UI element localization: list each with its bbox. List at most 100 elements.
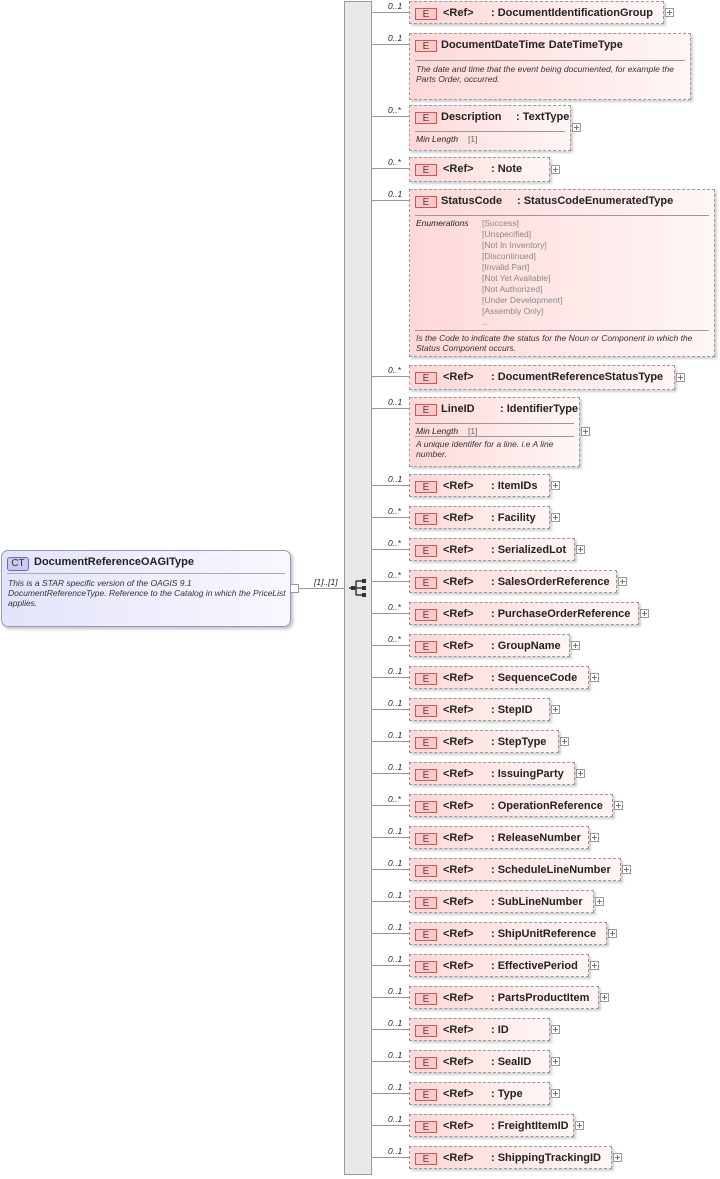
sequence-compositor-icon[interactable]: [348, 578, 370, 598]
expand-icon[interactable]: [571, 641, 580, 650]
element-multiplicity: 0..*: [388, 634, 401, 644]
enumeration-value: [Assembly Only]: [482, 306, 544, 316]
expand-icon[interactable]: [551, 165, 560, 174]
connector-line: [372, 549, 409, 550]
connector-line: [372, 709, 409, 710]
expand-icon[interactable]: [551, 1089, 560, 1098]
element-box[interactable]: E<Ref>: SalesOrderReference: [409, 570, 617, 593]
element-box[interactable]: E<Ref>: StepType: [409, 730, 559, 753]
expand-icon[interactable]: [551, 1057, 560, 1066]
complex-type-box[interactable]: CT DocumentReferenceOAGIType This is a S…: [1, 550, 291, 627]
expand-icon[interactable]: [665, 8, 674, 17]
element-type: : IdentifierType: [500, 403, 579, 415]
expand-icon[interactable]: [640, 609, 649, 618]
connector-line: [372, 116, 409, 117]
expand-icon[interactable]: [590, 673, 599, 682]
connector-line: [372, 965, 409, 966]
element-box[interactable]: E<Ref>: ScheduleLineNumber: [409, 858, 621, 881]
element-box[interactable]: E<Ref>: ShippingTrackingID: [409, 1146, 612, 1169]
element-box[interactable]: E<Ref>: SerializedLot: [409, 538, 575, 561]
element-badge: E: [415, 1153, 437, 1165]
expand-icon[interactable]: [676, 373, 685, 382]
enumeration-value: [Invalid Part]: [482, 262, 530, 272]
expand-icon[interactable]: [575, 1121, 584, 1130]
expand-icon[interactable]: [595, 897, 604, 906]
element-badge: E: [415, 164, 437, 176]
element-badge: E: [415, 577, 437, 589]
element-box[interactable]: E<Ref>: FreightItemID: [409, 1114, 574, 1137]
ref-label: <Ref>: [443, 544, 474, 556]
expand-icon[interactable]: [581, 427, 590, 436]
element-name: : Note: [491, 163, 523, 175]
element-multiplicity: 0..1: [388, 1114, 403, 1124]
element-box[interactable]: E<Ref>: EffectivePeriod: [409, 954, 589, 977]
element-badge: E: [415, 8, 437, 20]
expand-icon[interactable]: [600, 993, 609, 1002]
element-multiplicity: 0..1: [388, 1050, 403, 1060]
element-box[interactable]: E<Ref>: DocumentReferenceStatusType: [409, 365, 675, 390]
element-badge: E: [415, 897, 437, 909]
ref-label: <Ref>: [443, 7, 474, 19]
element-box[interactable]: E<Ref>: OperationReference: [409, 794, 613, 817]
ref-label: <Ref>: [443, 992, 474, 1004]
enumeration-value: [Success]: [482, 218, 519, 228]
element-type: : TextType: [516, 111, 570, 123]
expand-icon[interactable]: [622, 865, 631, 874]
element-badge: E: [415, 833, 437, 845]
element-badge: E: [415, 372, 437, 384]
element-multiplicity: 0..1: [388, 397, 403, 407]
expand-icon[interactable]: [551, 513, 560, 522]
element-box[interactable]: E<Ref>: ItemIDs: [409, 474, 550, 497]
expand-icon[interactable]: [618, 577, 627, 586]
ref-label: <Ref>: [443, 736, 474, 748]
element-box[interactable]: E<Ref>: ID: [409, 1018, 550, 1041]
connector-line: [372, 1093, 409, 1094]
element-box[interactable]: E<Ref>: StepID: [409, 698, 550, 721]
connector-line: [372, 200, 409, 201]
element-box[interactable]: E <Ref> : Note: [409, 157, 550, 182]
expand-icon[interactable]: [560, 737, 569, 746]
element-box[interactable]: E<Ref>: IssuingParty: [409, 762, 575, 785]
element-box[interactable]: E<Ref>: ShipUnitReference: [409, 922, 607, 945]
expand-icon[interactable]: [590, 961, 599, 970]
element-type: : StatusCodeEnumeratedType: [517, 195, 674, 207]
expand-icon[interactable]: [551, 1025, 560, 1034]
expand-icon[interactable]: [551, 705, 560, 714]
element-box[interactable]: E<Ref>: SequenceCode: [409, 666, 589, 689]
element-badge: E: [415, 961, 437, 973]
ref-label: <Ref>: [443, 163, 474, 175]
expand-icon[interactable]: [576, 769, 585, 778]
element-box[interactable]: E<Ref>: PartsProductItem: [409, 986, 599, 1009]
element-name: : StepID: [491, 704, 533, 716]
element-box[interactable]: E<Ref>: SealID: [409, 1050, 550, 1073]
connector-line: [372, 517, 409, 518]
expand-icon[interactable]: [614, 801, 623, 810]
connector-line: [372, 44, 409, 45]
expand-icon[interactable]: [590, 833, 599, 842]
element-box[interactable]: E<Ref>: GroupName: [409, 634, 570, 657]
enumeration-value: [Not In Inventory]: [482, 240, 547, 250]
element-box[interactable]: E<Ref>: Facility: [409, 506, 550, 529]
element-box[interactable]: E<Ref>: SubLineNumber: [409, 890, 594, 913]
expand-icon[interactable]: [613, 1153, 622, 1162]
sequence-multiplicity: [1]..[1]: [314, 577, 338, 587]
expand-icon[interactable]: [572, 123, 581, 132]
complex-type-documentation: This is a STAR specific version of the O…: [8, 578, 286, 608]
element-box[interactable]: E<Ref>: Type: [409, 1082, 550, 1105]
connector-line: [372, 773, 409, 774]
expand-icon[interactable]: [576, 545, 585, 554]
element-box[interactable]: E<Ref>: ReleaseNumber: [409, 826, 589, 849]
expand-icon[interactable]: [551, 481, 560, 490]
element-multiplicity: 0..1: [388, 189, 403, 199]
ref-label: <Ref>: [443, 672, 474, 684]
element-multiplicity: 0..1: [388, 762, 403, 772]
element-box[interactable]: E<Ref>: PurchaseOrderReference: [409, 602, 639, 625]
expand-icon[interactable]: [608, 929, 617, 938]
element-box[interactable]: E<Ref>: DocumentIdentificationGroup: [409, 1, 664, 24]
divider: [415, 436, 574, 437]
element-multiplicity: 0..1: [388, 826, 403, 836]
